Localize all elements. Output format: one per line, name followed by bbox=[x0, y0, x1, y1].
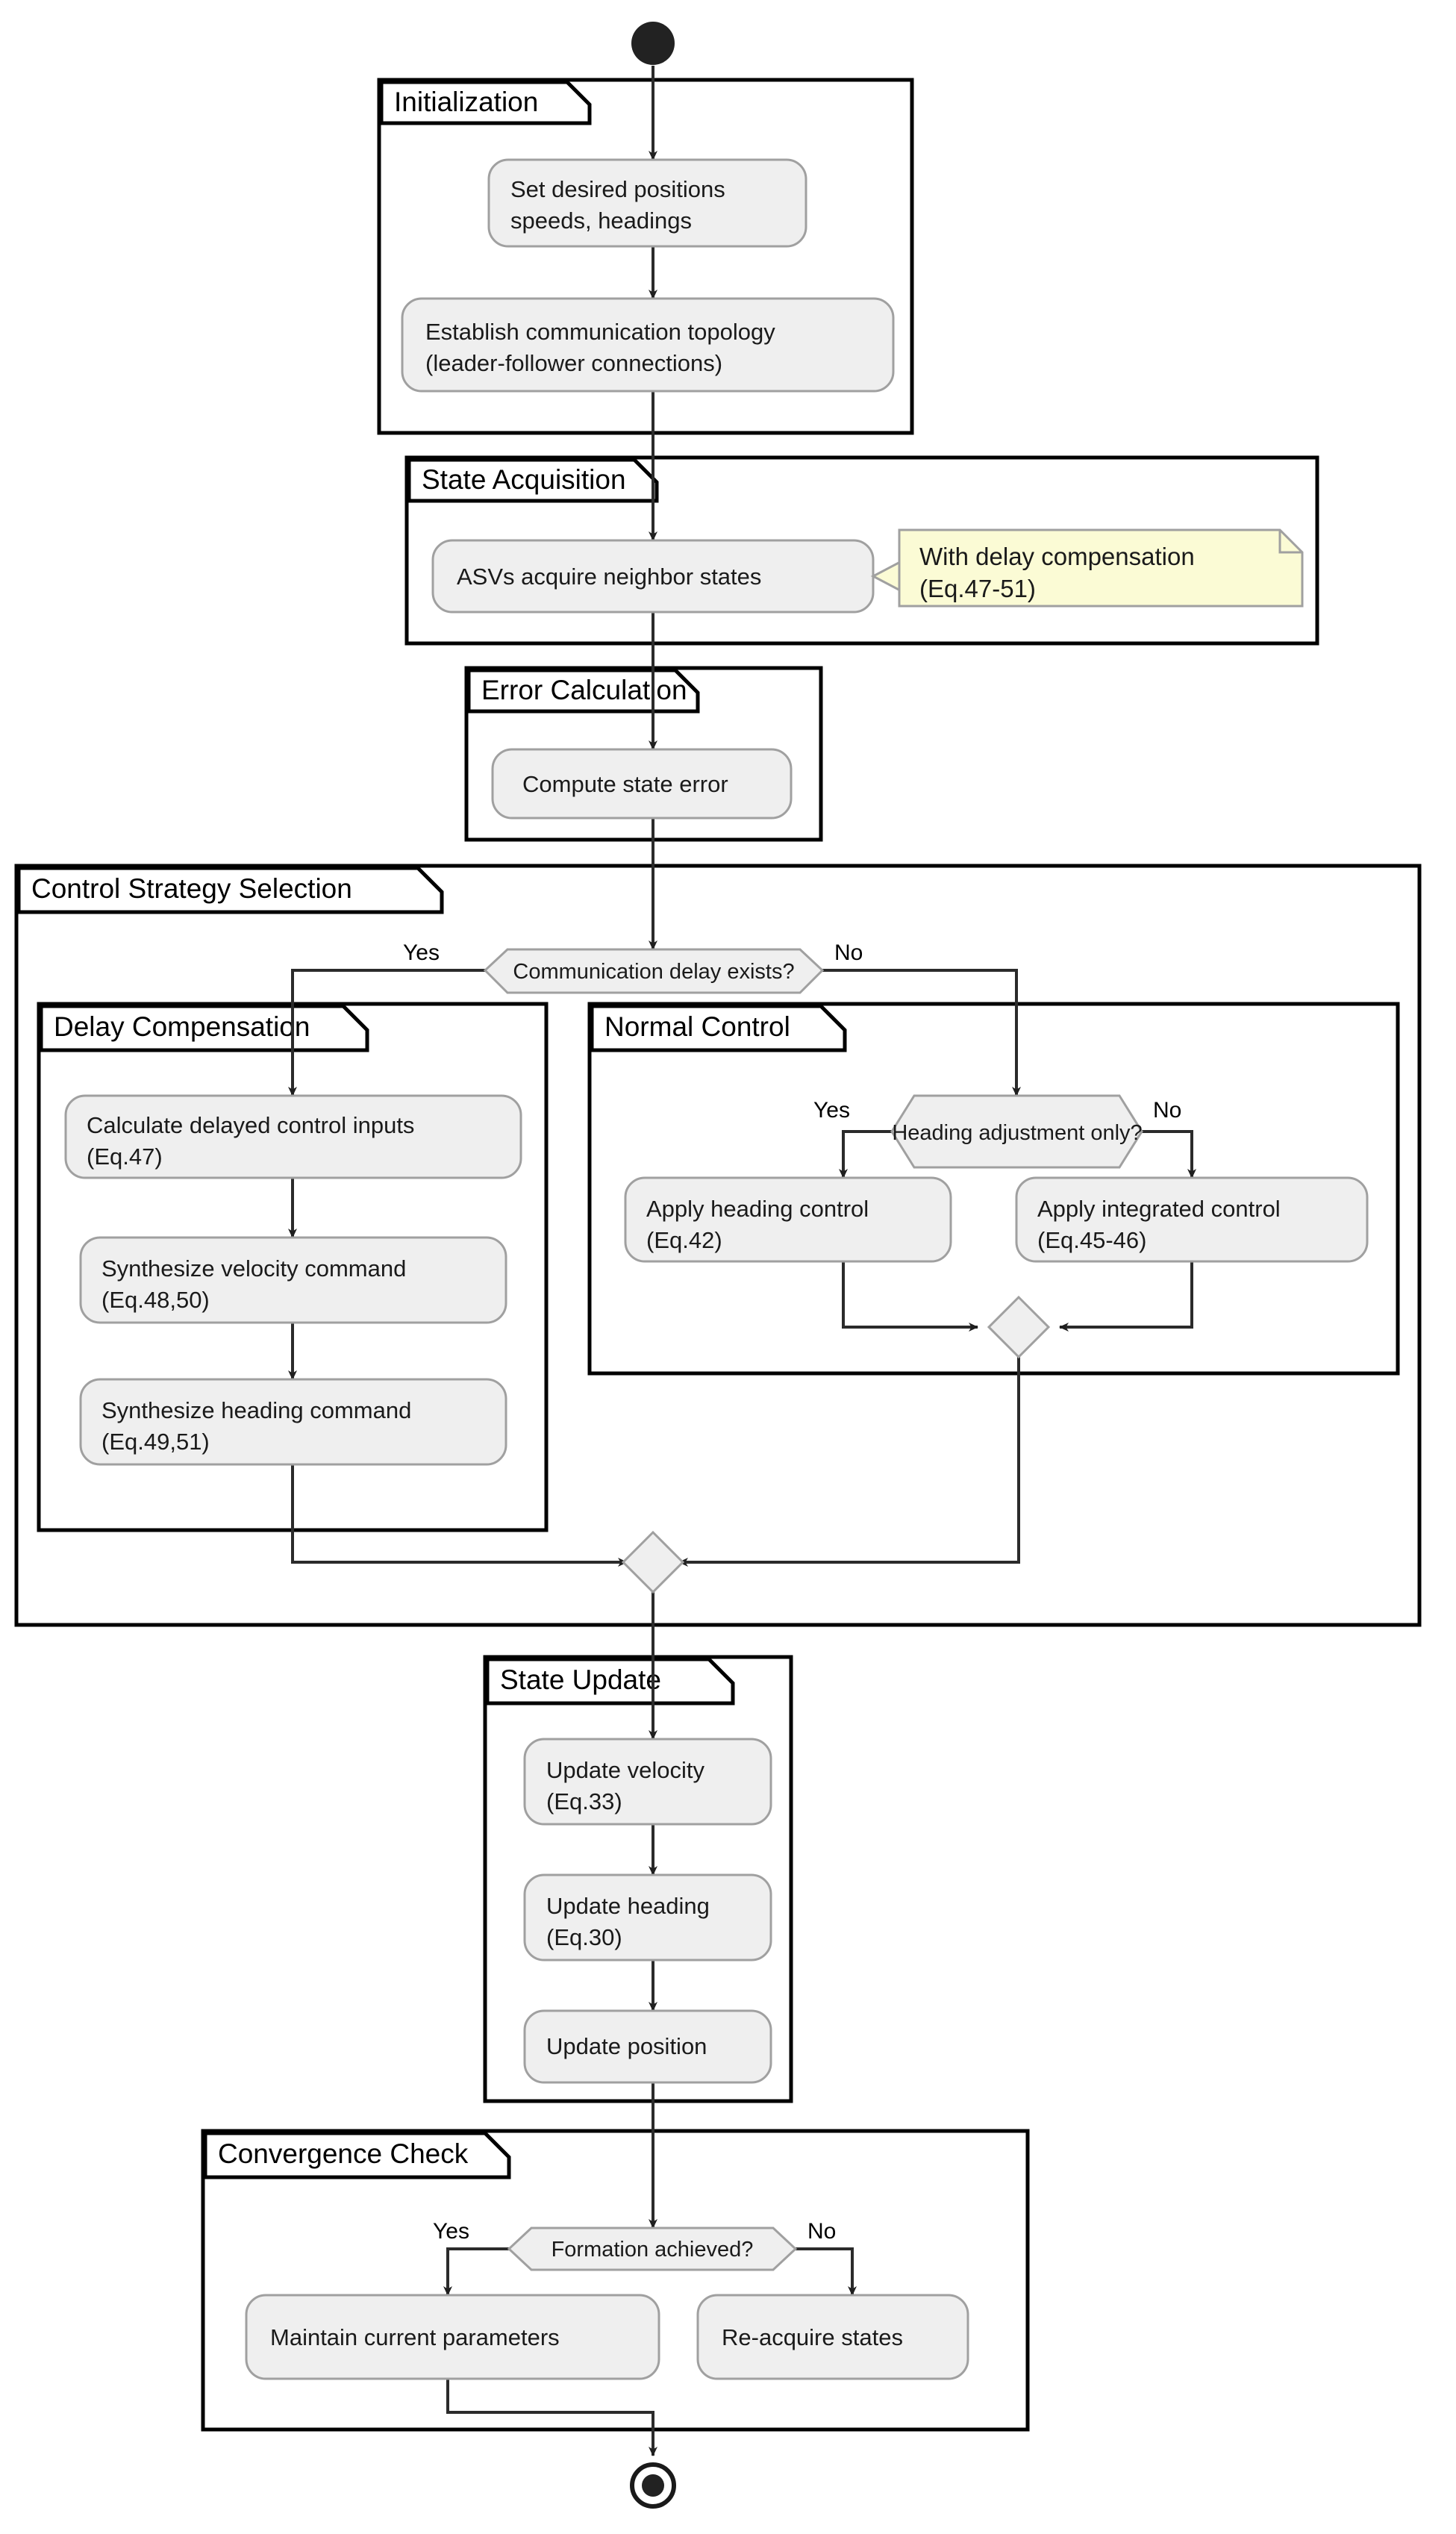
note-text-line2: (Eq.47-51) bbox=[919, 575, 1036, 602]
guard-label-comm-delay-no: No bbox=[834, 940, 863, 965]
partition-state-update: State Update bbox=[483, 1655, 793, 2103]
activity-compute-state-error[interactable]: Compute state error bbox=[491, 748, 793, 820]
partition-control-strategy-selection: Control Strategy Selection bbox=[14, 864, 1422, 1627]
activity-update-velocity-line1: Update velocity bbox=[546, 1757, 704, 1783]
activity-calc-delayed-line1: Calculate delayed control inputs bbox=[87, 1112, 414, 1138]
activity-establish-topology-line2: (leader-follower connections) bbox=[425, 350, 722, 376]
activity-apply-heading-control[interactable]: Apply heading control (Eq.42) bbox=[624, 1176, 952, 1263]
partition-tab-error-calculation bbox=[466, 668, 700, 714]
merge-node-normal-control bbox=[987, 1295, 1051, 1359]
activity-apply-integrated-control[interactable]: Apply integrated control (Eq.45-46) bbox=[1015, 1176, 1369, 1263]
partition-tab-convergence-check bbox=[203, 2131, 511, 2179]
activity-synthesize-velocity-command[interactable]: Synthesize velocity command (Eq.48,50) bbox=[79, 1236, 507, 1324]
end-node bbox=[630, 2462, 676, 2509]
decision-communication-delay[interactable]: Communication delay exists? bbox=[483, 948, 825, 994]
activity-establish-topology[interactable]: Establish communication topology (leader… bbox=[401, 297, 895, 393]
decision-formation-achieved-label: Formation achieved? bbox=[552, 2238, 754, 2262]
guard-label-heading-no: No bbox=[1153, 1098, 1181, 1123]
edge-decision-no-to-normal-branch bbox=[822, 969, 1021, 1096]
decision-heading-adjustment-label: Heading adjustment only? bbox=[892, 1121, 1142, 1145]
activity-maintain-current-parameters[interactable]: Maintain current parameters bbox=[245, 2294, 660, 2380]
activity-update-heading-line2: (Eq.30) bbox=[546, 1924, 622, 1950]
note-text-line1: With delay compensation bbox=[919, 543, 1195, 570]
edge-heading-no bbox=[1142, 1130, 1196, 1179]
partition-label-control-strategy-selection: Control Strategy Selection bbox=[31, 873, 352, 904]
start-node bbox=[631, 22, 675, 65]
partition-tab-control-strategy bbox=[16, 866, 444, 914]
partition-label-state-acquisition: State Acquisition bbox=[422, 464, 626, 495]
activity-synth-velocity-line2: (Eq.48,50) bbox=[101, 1287, 210, 1313]
guard-label-heading-yes: Yes bbox=[813, 1098, 850, 1123]
activity-update-heading[interactable]: Update heading (Eq.30) bbox=[523, 1873, 772, 1962]
partition-label-convergence-check: Convergence Check bbox=[218, 2138, 469, 2169]
decision-communication-delay-label: Communication delay exists? bbox=[513, 960, 794, 984]
edge-formation-yes bbox=[443, 2247, 509, 2296]
partition-tab-state-acquisition bbox=[407, 458, 659, 503]
activity-apply-integrated-line2: (Eq.45-46) bbox=[1037, 1227, 1146, 1253]
edge-apply-integrated-to-inner-merge bbox=[1059, 1261, 1193, 1332]
activity-set-desired-positions[interactable]: Set desired positions speeds, headings bbox=[487, 158, 807, 248]
note-delay-compensation: With delay compensation (Eq.47-51) bbox=[898, 528, 1304, 608]
partition-tab-state-update bbox=[485, 1657, 735, 1706]
activity-set-desired-line1: Set desired positions bbox=[510, 176, 725, 202]
decision-formation-achieved[interactable]: Formation achieved? bbox=[507, 2226, 798, 2271]
partition-tab-delay-compensation bbox=[39, 1004, 369, 1052]
activity-asv-acquire-line1: ASVs acquire neighbor states bbox=[457, 564, 761, 590]
activity-synth-heading-line2: (Eq.49,51) bbox=[101, 1429, 210, 1455]
activity-calculate-delayed-inputs[interactable]: Calculate delayed control inputs (Eq.47) bbox=[64, 1094, 522, 1179]
guard-label-formation-no: No bbox=[807, 2219, 836, 2244]
activity-set-desired-line2: speeds, headings bbox=[510, 207, 692, 234]
activity-update-position-line1: Update position bbox=[546, 2033, 707, 2059]
activity-apply-heading-line1: Apply heading control bbox=[646, 1196, 869, 1222]
edge-decision-yes-to-delay-branch bbox=[288, 969, 485, 1096]
guard-label-comm-delay-yes: Yes bbox=[403, 940, 440, 965]
activity-update-velocity[interactable]: Update velocity (Eq.33) bbox=[523, 1738, 772, 1826]
partition-tab-normal-control bbox=[590, 1004, 847, 1052]
partition-convergence-check: Convergence Check bbox=[201, 2129, 1030, 2432]
partition-tab-initialization bbox=[379, 80, 592, 125]
decision-heading-adjustment[interactable]: Heading adjustment only? bbox=[890, 1094, 1143, 1169]
guard-label-formation-yes: Yes bbox=[433, 2219, 469, 2244]
activity-reacquire-states[interactable]: Re-acquire states bbox=[696, 2294, 969, 2380]
edge-maintain-to-end bbox=[446, 2379, 657, 2456]
activity-calc-delayed-line2: (Eq.47) bbox=[87, 1143, 163, 1170]
edge-apply-heading-to-inner-merge bbox=[842, 1261, 978, 1332]
activity-reacquire-states-line1: Re-acquire states bbox=[722, 2324, 903, 2350]
activity-synth-velocity-line1: Synthesize velocity command bbox=[101, 1255, 406, 1282]
partition-normal-control: Normal Control bbox=[587, 1002, 1400, 1376]
edge-heading-yes bbox=[839, 1130, 892, 1179]
partition-label-error-calculation: Error Calculation bbox=[481, 675, 687, 705]
activity-apply-integrated-line1: Apply integrated control bbox=[1037, 1196, 1281, 1222]
edge-inner-merge-to-outer-merge bbox=[678, 1357, 1020, 1567]
partition-label-delay-compensation: Delay Compensation bbox=[54, 1011, 310, 1042]
partition-label-state-update: State Update bbox=[500, 1664, 661, 1695]
activity-update-velocity-line2: (Eq.33) bbox=[546, 1788, 622, 1814]
partition-label-normal-control: Normal Control bbox=[604, 1011, 790, 1042]
activity-compute-error-line1: Compute state error bbox=[522, 771, 728, 797]
activity-maintain-params-line1: Maintain current parameters bbox=[270, 2324, 560, 2350]
partition-label-initialization: Initialization bbox=[394, 87, 538, 117]
activity-asv-acquire-neighbor-states[interactable]: ASVs acquire neighbor states bbox=[431, 539, 875, 614]
activity-update-position[interactable]: Update position bbox=[523, 2009, 772, 2084]
partition-state-acquisition: State Acquisition bbox=[404, 455, 1319, 646]
activity-synth-heading-line1: Synthesize heading command bbox=[101, 1397, 411, 1423]
activity-establish-topology-line1: Establish communication topology bbox=[425, 319, 775, 345]
edges-layer bbox=[288, 66, 1196, 2456]
activity-apply-heading-line2: (Eq.42) bbox=[646, 1227, 722, 1253]
merge-node-control-strategy bbox=[621, 1530, 685, 1594]
activity-synthesize-heading-command[interactable]: Synthesize heading command (Eq.49,51) bbox=[79, 1378, 507, 1466]
edge-delay-branch-to-merge bbox=[291, 1464, 628, 1567]
partition-initialization: Initialization bbox=[377, 78, 914, 435]
edge-formation-no bbox=[796, 2247, 857, 2296]
activity-update-heading-line1: Update heading bbox=[546, 1893, 710, 1919]
